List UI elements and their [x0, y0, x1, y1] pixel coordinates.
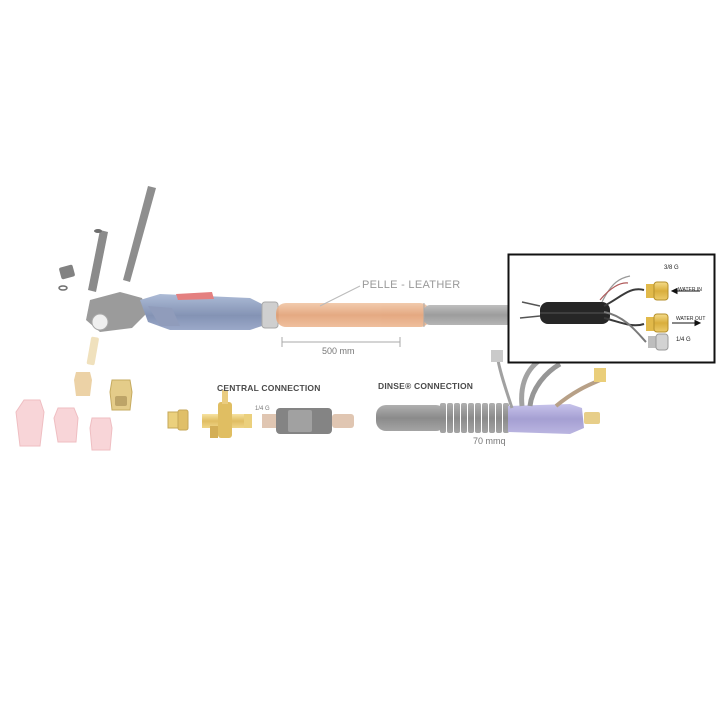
- inset-three-eighths-g-label: 3/8 G: [664, 265, 679, 271]
- dinse-connection-label: DINSE® CONNECTION: [378, 381, 474, 391]
- leather-leader: [319, 285, 361, 307]
- dinse-hose-b: [527, 361, 562, 407]
- dinse-hose: [376, 405, 446, 431]
- inset-wires: [519, 275, 647, 343]
- central-brass-body: [202, 390, 252, 438]
- ceramic-nozzles: [15, 399, 113, 451]
- leather-label: PELLE - LEATHER: [362, 279, 461, 291]
- central-connection-label: CENTRAL CONNECTION: [217, 383, 321, 393]
- dinse-fitting-right: [594, 368, 606, 382]
- back-cap: [123, 186, 156, 282]
- central-connection: [167, 390, 354, 438]
- inset-fitting-mid: [646, 313, 669, 333]
- short-back-cap: [88, 230, 108, 292]
- cap-nut: [58, 264, 75, 291]
- dinse-connection: [376, 350, 606, 434]
- section-label: 70 mmq: [473, 436, 506, 446]
- length-dimension-label: 500 mm: [322, 346, 355, 356]
- cable: [276, 303, 516, 327]
- inset-water-out-label: WATER OUT: [676, 316, 706, 322]
- inset-water-in-label: WATER IN: [678, 287, 702, 293]
- inset-fitting-top: [646, 281, 669, 301]
- water-cooled-inset: [507, 253, 716, 364]
- grey-hose: [424, 305, 516, 325]
- trigger: [176, 292, 214, 300]
- dinse-purple-body: [508, 404, 584, 434]
- inset-fitting-bottom: [648, 333, 669, 351]
- central-grey-connector: [262, 408, 354, 434]
- inset-quarter-g-label: 1/4 G: [676, 337, 691, 343]
- quarter-g-label: 1/4 G: [255, 406, 270, 412]
- dinse-fitting-left: [491, 350, 503, 362]
- inset-frame: [507, 253, 716, 364]
- leather-sheath: [276, 303, 430, 327]
- dinse-pin: [584, 412, 600, 424]
- central-nut: [167, 409, 189, 431]
- dimension-line: [281, 337, 401, 347]
- dinse-spring: [440, 403, 509, 433]
- handle-ferrule: [261, 301, 279, 329]
- dinse-hose-d: [496, 359, 514, 409]
- consumables: [15, 336, 133, 451]
- dinse-hose-c: [554, 376, 606, 408]
- collet-body: [74, 372, 92, 396]
- inset-arrows: [670, 287, 702, 327]
- torch-assembly: [58, 186, 279, 332]
- collet: [86, 336, 99, 366]
